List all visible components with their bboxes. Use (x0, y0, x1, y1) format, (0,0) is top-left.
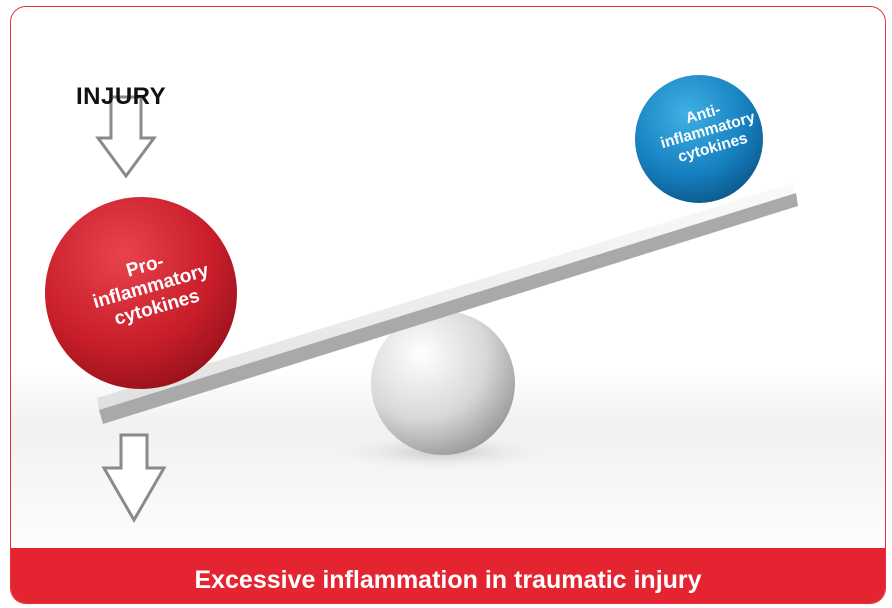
footer-title: Excessive inflammation in traumatic inju… (194, 566, 702, 594)
seesaw-plank-side (99, 193, 798, 424)
figure-frame: INJURY Pro- inflammatory cytokines Anti-… (10, 6, 886, 604)
footer-banner: Excessive inflammation in traumatic inju… (11, 548, 885, 603)
pro-inflammatory-ball (45, 197, 237, 389)
fulcrum-ball (371, 311, 515, 455)
injury-label: INJURY (76, 83, 167, 110)
seesaw-scene (45, 75, 798, 524)
seesaw-plank-top (97, 183, 796, 410)
anti-inflammatory-ball (635, 75, 763, 203)
down-arrow-icon (101, 433, 167, 524)
injury-arrow-icon (95, 95, 157, 179)
